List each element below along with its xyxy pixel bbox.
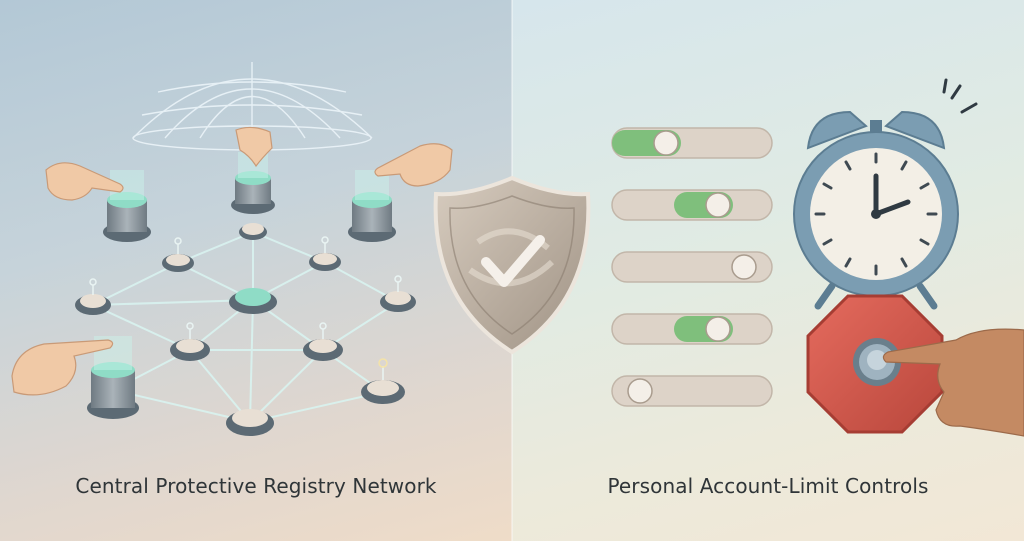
toggle-switch[interactable] [611, 251, 773, 283]
registry-node-icon [231, 152, 275, 214]
network-links [92, 231, 399, 423]
registry-node-icon [162, 254, 194, 272]
toggle-switch[interactable] [611, 375, 773, 407]
toggle-track [611, 251, 773, 283]
registry-node-icon [103, 170, 151, 242]
registry-node-icon [380, 291, 416, 312]
hand-icon [45, 162, 124, 201]
hand-icon [235, 126, 273, 168]
registry-node-icon [75, 294, 111, 315]
registry-node-icon [226, 409, 274, 436]
alarm-clock-icon [793, 78, 978, 310]
registry-node-icon [309, 253, 341, 271]
left-caption: Central Protective Registry Network [75, 474, 437, 498]
toggle-switch[interactable] [611, 189, 773, 221]
hand-icon [11, 339, 114, 396]
registry-node-icon [303, 339, 343, 361]
toggle-switch[interactable] [611, 127, 773, 159]
left-panel [0, 0, 512, 541]
registry-node-icon [239, 223, 267, 240]
registry-node-icon [348, 170, 396, 242]
right-caption: Personal Account-Limit Controls [607, 474, 929, 498]
hand-icon [374, 143, 453, 187]
toggle-list [611, 127, 773, 407]
network-nodes [75, 223, 416, 436]
toggle-knob [653, 130, 679, 156]
toggle-knob [627, 378, 653, 404]
toggle-track [611, 375, 773, 407]
toggle-knob [705, 192, 731, 218]
toggle-knob [731, 254, 757, 280]
registry-node-icon [170, 339, 210, 361]
toggle-switch[interactable] [611, 313, 773, 345]
shield-check-icon [433, 175, 591, 355]
stop-button-icon[interactable] [806, 294, 944, 434]
toggle-knob [705, 316, 731, 342]
registry-canisters [87, 152, 396, 419]
hand-icon [882, 328, 1024, 437]
registry-node-icon [227, 287, 279, 314]
registry-node-icon [361, 380, 405, 404]
